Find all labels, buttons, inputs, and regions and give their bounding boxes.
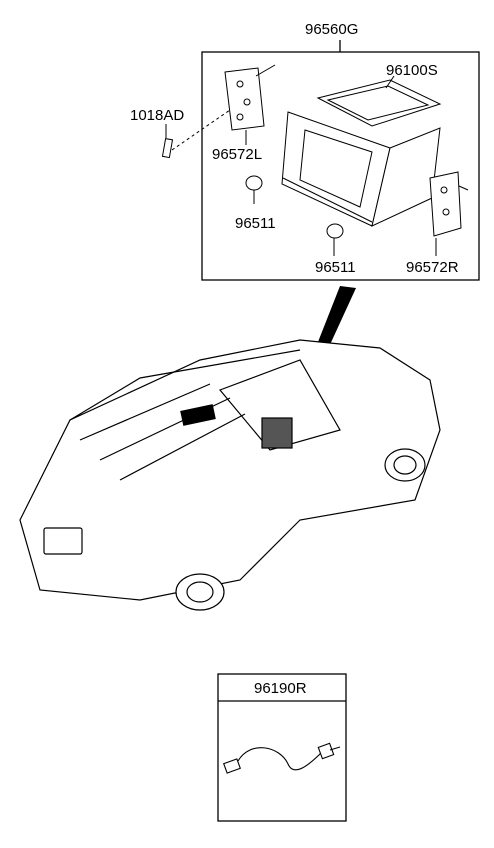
knob-right	[326, 223, 344, 256]
label-assembly: 96560G	[305, 21, 359, 38]
label-knob-left: 96511	[235, 215, 276, 232]
label-cable: 96190R	[254, 680, 307, 697]
label-panel: 96100S	[386, 62, 438, 79]
vehicle	[19, 339, 441, 611]
label-bracket-right: 96572R	[406, 259, 459, 276]
panel-96100s	[316, 75, 442, 127]
cable-frame	[217, 673, 347, 822]
knob-left	[245, 175, 263, 204]
label-bracket-left: 96572L	[212, 146, 263, 163]
bracket-right-96572r	[429, 171, 469, 256]
head-unit	[281, 111, 441, 227]
screw-1018ad	[161, 109, 231, 159]
label-knob-right: 96511	[315, 259, 356, 276]
label-screw: 1018AD	[130, 107, 185, 124]
assembly-frame	[201, 40, 480, 281]
bracket-left-96572l	[224, 64, 276, 145]
cable-96190r	[223, 742, 341, 774]
